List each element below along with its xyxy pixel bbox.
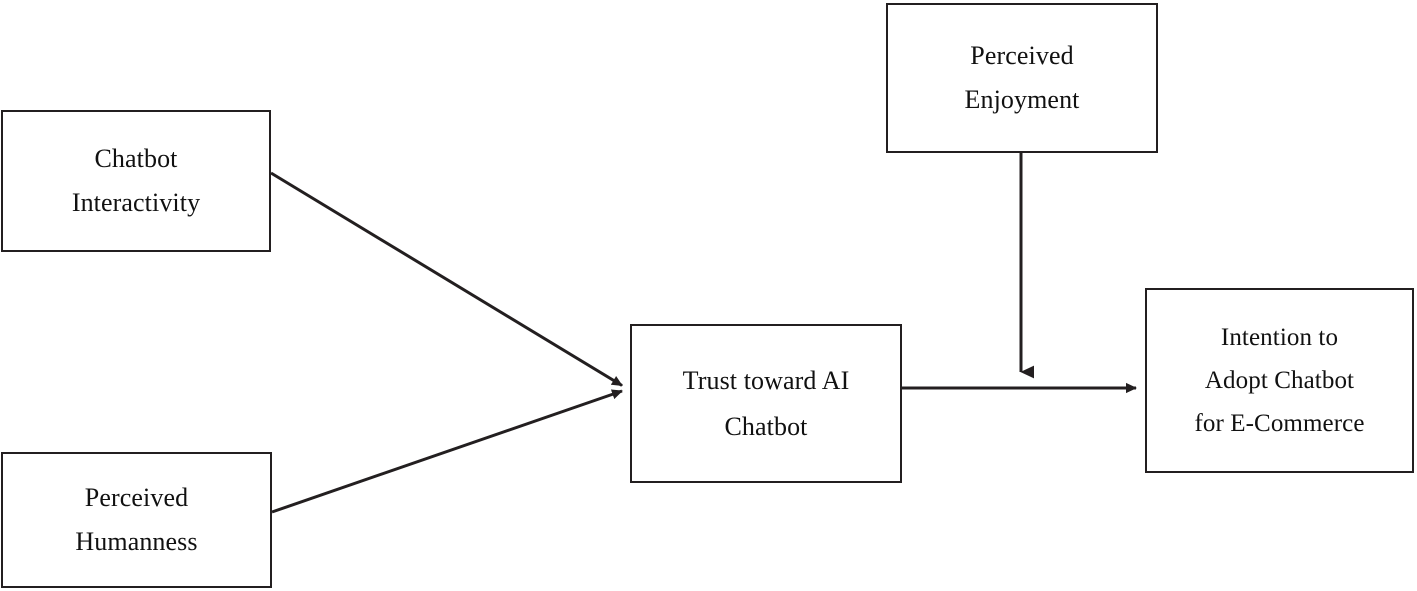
edge-humanness-to-trust <box>271 389 623 514</box>
node-chatbot-interactivity-label: Chatbot Interactivity <box>71 144 201 217</box>
node-perceived-humanness-label: Perceived Humanness <box>75 483 198 556</box>
edge-interactivity-to-trust <box>270 171 623 387</box>
node-perceived-humanness[interactable]: Perceived Humanness <box>1 452 272 588</box>
node-perceived-enjoyment-label: Perceived Enjoyment <box>964 41 1080 114</box>
node-trust-toward-ai-chatbot[interactable]: Trust toward AI Chatbot <box>630 324 902 483</box>
node-trust-toward-ai-chatbot-label: Trust toward AI Chatbot <box>682 365 850 441</box>
node-perceived-enjoyment[interactable]: Perceived Enjoyment <box>886 3 1158 153</box>
node-intention-to-adopt-chatbot[interactable]: Intention to Adopt Chatbot for E-Commerc… <box>1145 288 1414 473</box>
node-intention-to-adopt-chatbot-label: Intention to Adopt Chatbot for E-Commerc… <box>1194 324 1365 437</box>
node-chatbot-interactivity[interactable]: Chatbot Interactivity <box>1 110 271 252</box>
